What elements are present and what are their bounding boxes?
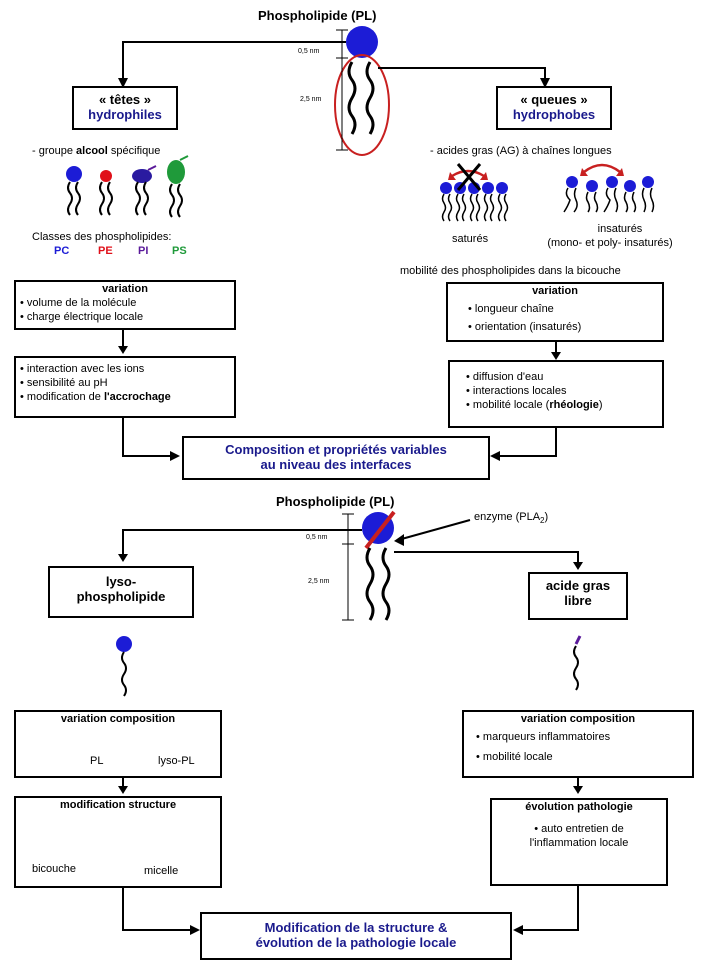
tails-note: - acides gras (AG) à chaînes longues [430, 145, 612, 157]
class-ps: PS [172, 245, 187, 257]
left-effects-box: • interaction avec les ions • sensibilit… [14, 356, 236, 418]
fa-box: acide gras libre [528, 572, 628, 620]
pe-molecule-icon [99, 170, 113, 216]
right-variation-box: variation • longueur chaîne • orientatio… [446, 282, 664, 342]
top-dim-tail: 2,5 nm [300, 96, 322, 103]
top-pl-molecule [334, 26, 390, 156]
left-variation-box: variation • volume de la molécule • char… [14, 280, 236, 330]
top-dim-head: 0,5 nm [298, 48, 320, 55]
class-pc: PC [54, 245, 70, 257]
classes-label: Classes des phospholipides: [32, 231, 172, 243]
heads-note: - groupe alcool spécifique [32, 145, 161, 157]
unsat-label-2: (mono- et poly- insaturés) [547, 237, 673, 249]
right-effects-box: • diffusion d'eau • interactions locales… [448, 360, 664, 428]
bottom-result-box: Modification de la structure & évolution… [200, 912, 512, 960]
heads-box: « têtes » hydrophiles [72, 86, 178, 130]
lyso-pl-icon [116, 636, 132, 697]
unsaturated-fa-icon [563, 163, 655, 213]
left-comp-box: variation composition PL lyso-PL [14, 710, 222, 778]
ps-molecule-icon [167, 155, 189, 218]
class-pi: PI [138, 245, 149, 257]
class-pe: PE [98, 245, 113, 257]
bottom-title: Phospholipide (PL) [276, 494, 395, 509]
enzyme-label: enzyme (PLA2) [474, 511, 549, 526]
right-comp-box: variation composition • marqueurs inflam… [462, 710, 694, 778]
right-patho-box: évolution pathologie • auto entretien de… [490, 798, 668, 886]
left-struct-box: modification structure bicouche micelle [14, 796, 222, 888]
pc-molecule-icon [66, 166, 82, 216]
unsat-label-1: insaturés [597, 223, 643, 235]
mobility-note: mobilité des phospholipides dans la bico… [400, 265, 621, 277]
bottom-dim-tail: 2,5 nm [308, 578, 330, 585]
tails-box: « queues » hydrophobes [496, 86, 612, 130]
top-result-box: Composition et propriétés variables au n… [182, 436, 490, 480]
bilayer-label: bicouche [32, 863, 77, 875]
pi-molecule-icon [132, 165, 157, 216]
lyso-box: lyso- phospholipide [48, 566, 194, 618]
saturated-label: saturés [452, 233, 489, 245]
free-fa-icon [573, 635, 582, 691]
lyso-pl-label: lyso-PL [158, 755, 195, 767]
top-title: Phospholipide (PL) [258, 8, 377, 23]
bottom-pl-molecule [342, 510, 396, 621]
pl-label: PL [90, 755, 104, 767]
bottom-dim-head: 0,5 nm [306, 534, 328, 541]
micelle-label: micelle [144, 865, 179, 877]
saturated-fa-icon [440, 163, 509, 222]
